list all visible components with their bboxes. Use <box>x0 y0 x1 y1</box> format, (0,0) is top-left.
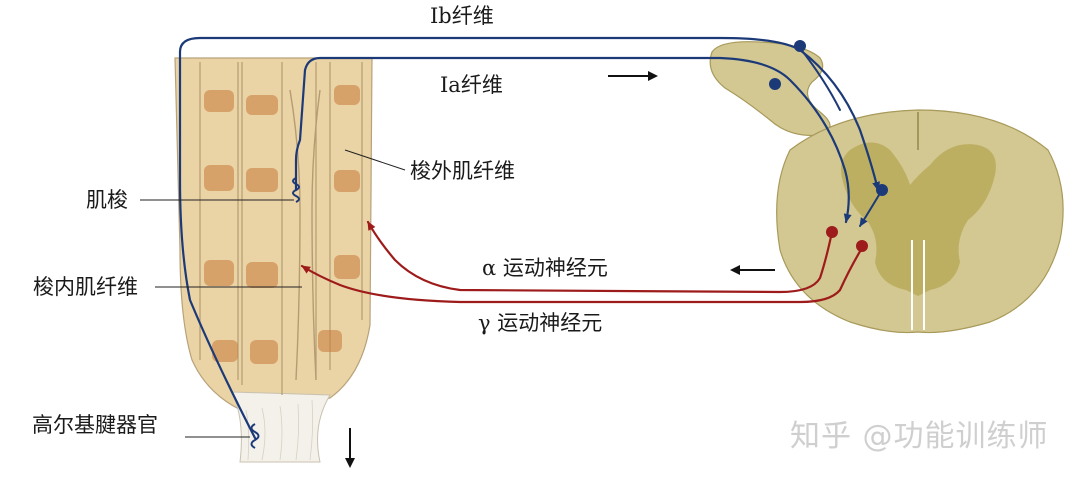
intrafusal-fiber-label: 梭内肌纤维 <box>33 275 138 299</box>
ventral-fissure <box>911 240 925 330</box>
ib-fiber-label: Ⅰb纤维 <box>430 4 494 28</box>
gamma-motor-neuron-label: γ 运动神经元 <box>478 311 603 335</box>
interneuron-soma <box>876 184 888 196</box>
afferent-direction-arrow <box>608 71 658 81</box>
spindle-capsule <box>289 89 321 381</box>
tension-direction-arrow <box>345 428 355 468</box>
ia-fiber-label: Ⅰa纤维 <box>440 73 503 97</box>
leader-extrafusal <box>344 149 406 171</box>
muscle-body <box>174 57 373 417</box>
gamma-motor-fiber <box>300 246 864 304</box>
neuron-cell-bodies <box>769 40 888 252</box>
skeletal-muscle <box>174 57 373 463</box>
striations <box>204 85 360 364</box>
tendon-fibrils <box>245 399 314 461</box>
ia-fiber-path <box>294 56 852 224</box>
extrafusal-fiber-label: 梭外肌纤维 <box>410 159 515 183</box>
efferent-direction-arrow <box>730 265 775 275</box>
dorsal-root-ganglion <box>709 41 831 137</box>
watermark: 知乎 @功能训练师 <box>790 419 1049 454</box>
alpha-motor-fiber <box>366 220 834 294</box>
ib-fiber-path <box>178 36 881 440</box>
fiber-boundaries <box>199 62 363 395</box>
gamma-motor-soma <box>856 240 868 252</box>
alpha-motor-soma <box>826 226 838 238</box>
direction-arrows <box>345 71 775 468</box>
ia-soma <box>769 78 781 90</box>
golgi-tendon-ending <box>250 423 260 449</box>
ib-soma <box>794 40 806 52</box>
ia-collateral <box>799 47 841 111</box>
alpha-motor-neuron-label: α 运动神经元 <box>482 256 608 280</box>
spindle-annulospiral-ending <box>292 177 300 203</box>
grey-matter <box>841 142 996 296</box>
leader-lines <box>140 149 406 438</box>
golgi-tendon-organ-label: 高尔基腱器官 <box>32 413 158 437</box>
efferent-fibers <box>300 220 864 304</box>
tendon <box>231 391 331 463</box>
muscle-spindle-label: 肌梭 <box>86 188 128 212</box>
spinal-cord <box>709 41 1064 334</box>
